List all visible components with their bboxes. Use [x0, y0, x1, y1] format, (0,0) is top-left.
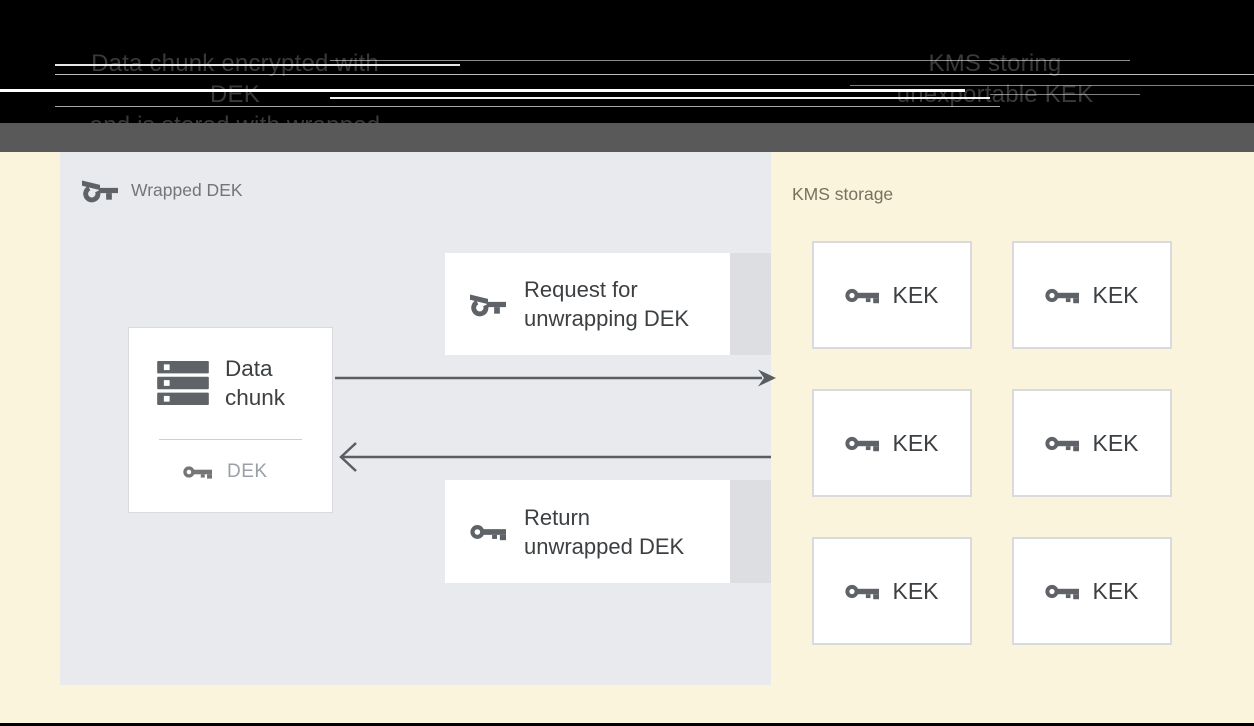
kek-label: KEK [1092, 281, 1139, 308]
return-box-shadow [730, 480, 771, 583]
return-label: Return unwrapped DEK [524, 504, 685, 559]
bottom-border [0, 723, 1254, 726]
caption-line-1: KMS storing [928, 50, 1062, 77]
request-box: Request for unwrapping DEK [445, 253, 730, 355]
panel-header: Wrapped DEK [82, 178, 243, 203]
key-icon [183, 464, 212, 480]
kek-label: KEK [892, 281, 939, 308]
request-box-shadow [730, 253, 771, 355]
caption-line-2: unexportable KEK [896, 81, 1094, 108]
divider [159, 439, 302, 440]
key-icon [470, 522, 506, 542]
kek-box: KEK [812, 389, 972, 497]
key-icon [845, 286, 880, 305]
data-chunk-box: Data chunk DEK [128, 327, 333, 513]
kms-storage-title: KMS storage [792, 184, 894, 204]
kek-box: KEK [812, 537, 972, 645]
header: Data chunk encrypted with DEK and is sto… [0, 0, 1254, 170]
dek-label: DEK [227, 461, 268, 482]
key-icon [845, 582, 880, 601]
wrapped-dek-panel: Wrapped DEK Data chunk [60, 152, 771, 685]
return-box: Return unwrapped DEK [445, 480, 730, 583]
wrapped-key-icon [82, 178, 118, 203]
kek-label: KEK [892, 577, 939, 604]
kek-box: KEK [1012, 241, 1172, 349]
storage-icon [157, 361, 209, 405]
kek-grid: KEK KEK KEK KEK KEK [812, 241, 1172, 645]
request-label: Request for unwrapping DEK [524, 277, 690, 331]
header-gray-band [0, 123, 1254, 152]
kek-label: KEK [892, 429, 939, 456]
key-icon [1045, 434, 1080, 453]
dek-row: DEK [183, 461, 268, 483]
key-icon [845, 434, 880, 453]
caption-kms: KMS storing unexportable KEK [825, 48, 1165, 110]
kek-box: KEK [1012, 537, 1172, 645]
kek-label: KEK [1092, 577, 1139, 604]
kek-label: KEK [1092, 429, 1139, 456]
key-icon [1045, 286, 1080, 305]
data-chunk-row: Data chunk [157, 354, 317, 412]
caption-line-1: Data chunk encrypted with DEK [91, 50, 379, 108]
data-chunk-label: Data chunk [225, 356, 286, 410]
kek-box: KEK [812, 241, 972, 349]
wrapped-key-icon [470, 292, 506, 317]
kek-box: KEK [1012, 389, 1172, 497]
panel-title: Wrapped DEK [131, 180, 243, 200]
key-icon [1045, 582, 1080, 601]
